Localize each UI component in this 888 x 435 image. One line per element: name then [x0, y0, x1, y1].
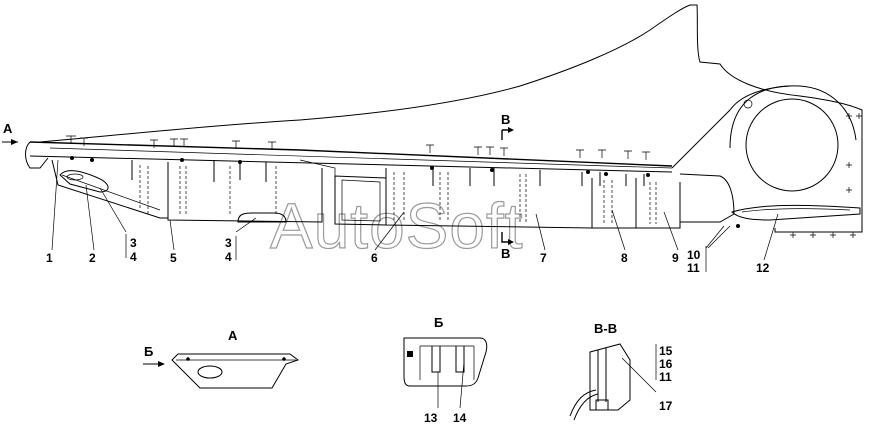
detail-view-b: Б 13 14 — [403, 315, 488, 425]
section-arrowhead-bottom — [508, 239, 514, 245]
callout-5: 5 — [170, 251, 177, 265]
bolt-glyphs — [66, 135, 650, 160]
small-hole — [743, 99, 753, 109]
rear-arch — [671, 85, 791, 169]
section-vv-bracket — [569, 389, 599, 421]
callout-9: 9 — [672, 251, 679, 265]
callout-8: 8 — [621, 251, 628, 265]
detail-b-title: Б — [434, 315, 443, 330]
detail-a-title: А — [228, 328, 238, 343]
callout-13: 13 — [424, 411, 438, 425]
section-mark-top: В — [501, 112, 510, 127]
callout-15: 15 — [659, 344, 673, 358]
detail-b-marker — [407, 351, 413, 357]
detail-b-bracket — [431, 346, 465, 373]
wheel-arch-outer — [729, 85, 857, 149]
leader-lines — [51, 159, 779, 272]
callout-11b: 11 — [659, 370, 672, 384]
detail-b-body — [403, 337, 488, 387]
box-5 — [167, 162, 323, 223]
hidden-lines — [139, 165, 657, 224]
callout-10: 10 — [687, 248, 701, 262]
section-vv-title: В-В — [594, 321, 617, 336]
detail-b-inner — [419, 345, 475, 380]
callout-16: 16 — [659, 357, 673, 371]
box-6-inner — [341, 179, 381, 222]
callout-7: 7 — [540, 251, 547, 265]
pad — [237, 212, 287, 223]
rear-step-inner — [741, 208, 851, 213]
callout-14: 14 — [453, 411, 467, 425]
section-vv-bolt — [597, 348, 607, 402]
rail-posts — [131, 160, 645, 186]
box-10 — [679, 173, 735, 223]
section-view-vv: В-В 15 16 11 17 — [569, 321, 673, 421]
rear-step — [731, 204, 861, 221]
detail-a-arrowhead — [158, 361, 165, 367]
front-bracket — [51, 159, 169, 219]
main-view: А В В 1 2 3 4 — [2, 4, 863, 275]
detail-a-arrow-label: Б — [144, 344, 153, 359]
detail-b-leader-14 — [459, 361, 465, 409]
callout-4a: 4 — [130, 250, 137, 264]
section-vv-leader — [621, 357, 657, 393]
box-9 — [635, 178, 681, 229]
detail-view-a: А Б — [143, 328, 300, 389]
box-8 — [591, 178, 637, 229]
callout-2: 2 — [89, 251, 96, 265]
detail-a-lens — [197, 365, 223, 379]
bolt-heads — [70, 156, 740, 228]
callout-4b: 4 — [225, 250, 232, 264]
wing-outline — [39, 4, 863, 230]
callout-11a: 11 — [687, 261, 700, 275]
detail-a-body — [171, 353, 300, 389]
callout-3a: 3 — [130, 236, 137, 250]
rail-top — [29, 141, 673, 167]
section-mark-bottom: В — [501, 246, 510, 261]
section-vv-nut — [595, 399, 609, 411]
section-vv-plate — [589, 343, 631, 411]
view-a-marker: А — [3, 121, 13, 136]
rail-inner — [49, 147, 673, 169]
detail-a-bolts — [186, 357, 286, 361]
callout-6: 6 — [371, 251, 378, 265]
callout-17: 17 — [659, 399, 673, 413]
front-end — [25, 141, 49, 169]
lamp-lens — [66, 173, 84, 181]
section-arrowhead-top — [508, 127, 514, 133]
wheel-circle — [745, 98, 839, 192]
rail-bottom — [29, 155, 673, 173]
front-bracket-inner — [61, 174, 161, 211]
callout-12: 12 — [756, 261, 770, 275]
view-a-arrowhead — [11, 139, 18, 145]
callout-3b: 3 — [225, 236, 232, 250]
rear-fender-frame — [774, 110, 863, 233]
fender-markers — [790, 113, 862, 238]
callout-1: 1 — [46, 251, 53, 265]
